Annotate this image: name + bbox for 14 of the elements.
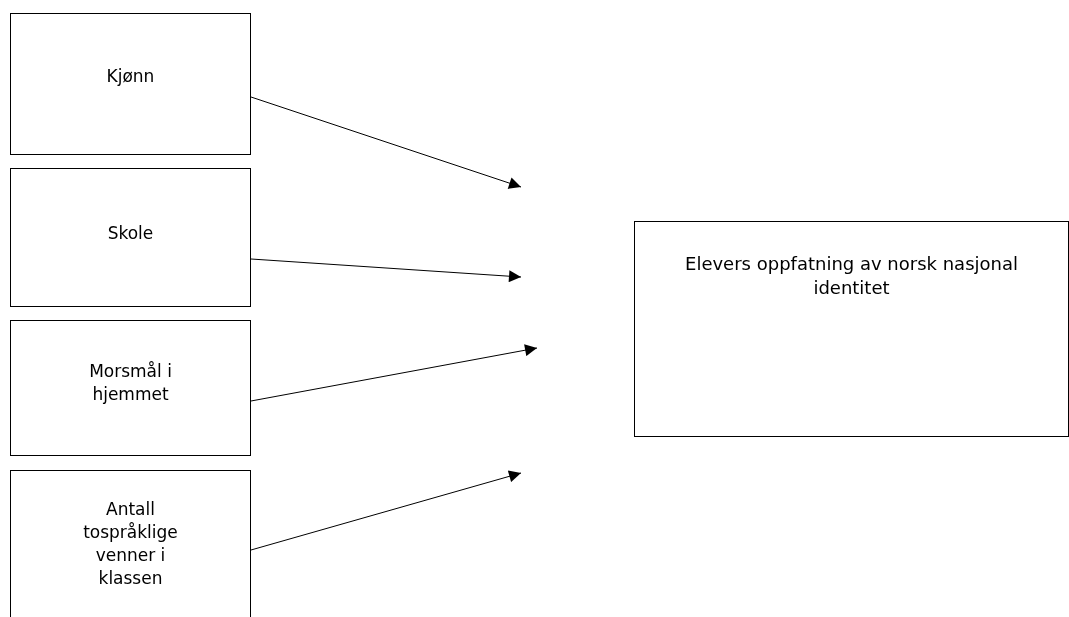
text-box [10,470,251,617]
text-box [10,320,251,456]
arrow [250,258,522,283]
text-box [634,221,1069,437]
arrow [250,470,522,551]
arrow [250,344,538,402]
box-label: Kjønn [106,64,155,88]
text-box [10,168,251,307]
box-label: Morsmål i hjemmet [88,360,173,406]
box-label: Elevers oppfatning av norsk nasjonal identitet [685,252,1018,301]
arrow [250,96,522,189]
box-label: Antall tospråklige venner i klassen [82,498,179,590]
box-label: Skole [107,222,154,245]
text-box [10,13,251,155]
